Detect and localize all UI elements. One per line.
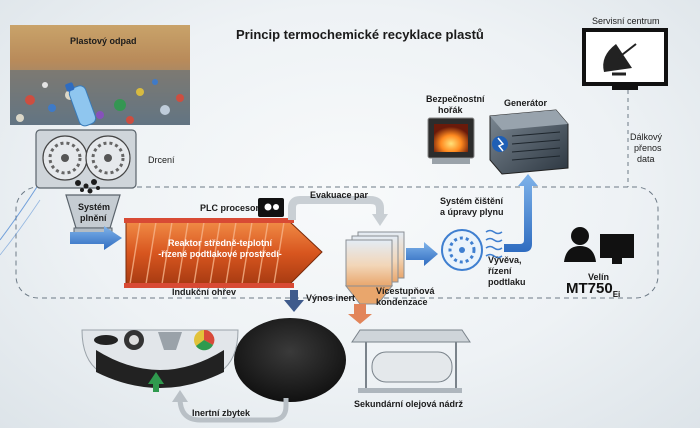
label-remote-2: přenos xyxy=(634,143,662,153)
label-feed-1: Systém xyxy=(78,202,111,212)
diagram-title: Princip termochemické recyklace plastů xyxy=(236,27,484,42)
oil-arrow xyxy=(348,304,372,324)
label-plastic-waste: Plastový odpad xyxy=(70,36,137,46)
label-condensation-2: kondenzace xyxy=(376,297,428,307)
label-inert-residue: Inertní zbytek xyxy=(192,408,251,418)
label-gas-2: a úpravy plynu xyxy=(440,207,504,217)
label-model: MT750Ei xyxy=(566,281,621,300)
label-pump-2: řízení xyxy=(488,266,512,276)
gas-arrow xyxy=(406,242,438,266)
return-arrow xyxy=(177,397,289,423)
label-condensation-1: Vícestupňová xyxy=(376,286,435,296)
vapor-arrow xyxy=(288,196,384,220)
condenser-icon xyxy=(344,231,405,305)
generator-icon xyxy=(489,109,569,175)
return-arrow-head xyxy=(172,390,188,402)
burner-icon xyxy=(427,117,475,164)
label-pump-1: Vývěva, xyxy=(488,255,522,265)
oil-tank-icon xyxy=(351,329,471,393)
plastic-waste-photo xyxy=(10,25,190,125)
label-induction: Indukční ohřev xyxy=(172,287,237,297)
label-vapor: Evakuace par xyxy=(310,190,369,200)
gas-flow-waves xyxy=(485,229,503,259)
bottle-icon xyxy=(65,82,97,127)
operator-icon xyxy=(564,227,634,264)
reactor-vessel xyxy=(124,218,323,288)
label-inert-output: Výnos inert xyxy=(306,293,356,303)
inert-heap xyxy=(234,318,346,402)
reuse-panel xyxy=(81,329,239,392)
label-reactor: Reaktor středně-teplotní -řízené podtlak… xyxy=(150,238,290,260)
model-name: MT750 xyxy=(566,280,613,297)
shredded-particles xyxy=(75,179,100,194)
label-remote-3: data xyxy=(637,154,655,164)
label-reactor-1: Reaktor středně-teplotní xyxy=(167,238,272,248)
label-remote-1: Dálkový xyxy=(630,132,663,142)
decor-line xyxy=(0,199,41,256)
label-gas-1: Systém čištění xyxy=(440,196,504,206)
inert-arrow xyxy=(284,290,304,312)
gas-filter-icon xyxy=(441,229,483,271)
label-burner-1: Bezpečnostní xyxy=(426,94,485,104)
label-reactor-2: -řízené podtlakové prostředí- xyxy=(158,249,282,259)
shredder-icon xyxy=(35,129,137,189)
label-control-room: Velín xyxy=(588,272,610,282)
label-pump-3: podtlaku xyxy=(488,277,526,287)
generator-feed-arrow xyxy=(504,174,538,252)
label-generator: Generátor xyxy=(504,98,548,108)
label-burner-2: hořák xyxy=(438,105,463,115)
label-plc: PLC procesor xyxy=(200,203,260,213)
feed-arrow xyxy=(70,226,122,250)
label-feed-2: plnění xyxy=(80,213,107,223)
label-shredding: Drcení xyxy=(148,155,175,165)
monitor-icon xyxy=(582,28,668,90)
plc-icon xyxy=(258,198,284,217)
label-oil-tank: Sekundární olejová nádrž xyxy=(354,399,464,409)
system-boundary xyxy=(15,186,659,299)
model-suffix: Ei xyxy=(612,290,621,299)
label-service: Servisní centrum xyxy=(592,16,660,26)
vapor-arrow-head xyxy=(372,214,388,226)
